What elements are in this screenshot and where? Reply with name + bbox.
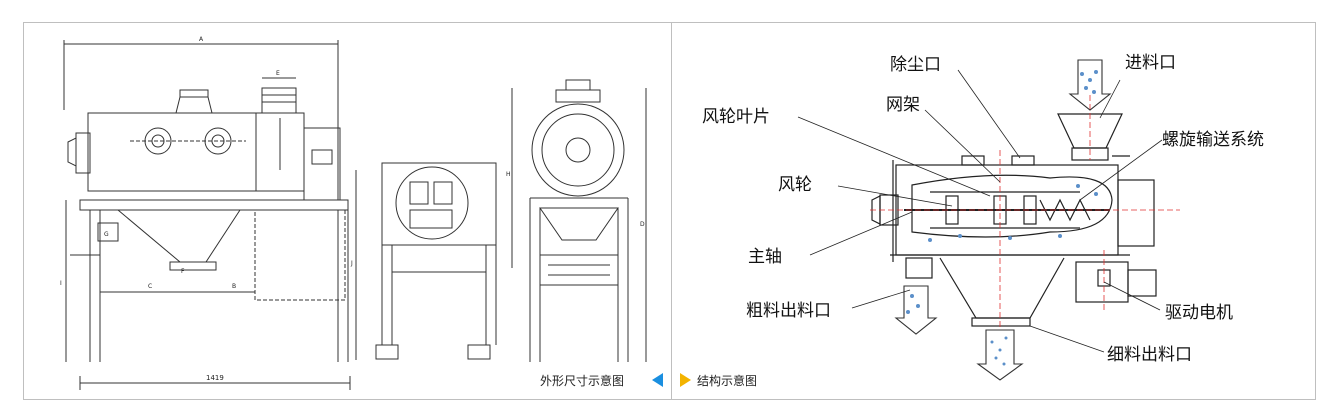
caption-dimension-drawing[interactable]: 外形尺寸示意图 bbox=[540, 374, 625, 388]
dim-G: G bbox=[104, 231, 109, 238]
structure-diagram-panel bbox=[671, 22, 1316, 400]
label-screw-conveyor: 螺旋输送系统 bbox=[1162, 130, 1264, 150]
label-feed-inlet: 进料口 bbox=[1125, 53, 1176, 73]
particles bbox=[906, 70, 1098, 366]
dim-J: J bbox=[350, 260, 353, 267]
dim-H: H bbox=[506, 171, 511, 178]
dim-E: E bbox=[276, 70, 280, 77]
arrow-left-icon[interactable] bbox=[652, 373, 663, 387]
dim-A: A bbox=[199, 36, 204, 43]
label-coarse-outlet: 粗料出料口 bbox=[746, 301, 831, 321]
label-drive-motor: 驱动电机 bbox=[1165, 303, 1233, 323]
label-fan-blade: 风轮叶片 bbox=[702, 107, 770, 127]
flow-arrows bbox=[894, 59, 1112, 381]
label-main-shaft: 主轴 bbox=[748, 247, 782, 267]
dim-D: D bbox=[640, 221, 645, 228]
caption-structure-diagram[interactable]: 结构示意图 bbox=[697, 374, 758, 388]
centerlines bbox=[870, 95, 1180, 330]
label-fan-wheel: 风轮 bbox=[778, 175, 812, 195]
label-fine-outlet: 细料出料口 bbox=[1107, 345, 1192, 365]
front-view bbox=[63, 40, 351, 390]
side-view bbox=[355, 162, 497, 360]
leader-lines bbox=[797, 69, 1163, 353]
dim-B: B bbox=[232, 283, 236, 290]
dim-I: I bbox=[60, 280, 62, 287]
arrow-right-icon[interactable] bbox=[680, 373, 691, 387]
end-view bbox=[511, 79, 647, 362]
machine-body bbox=[871, 113, 1157, 327]
dim-width: 1419 bbox=[206, 374, 224, 382]
dim-F: F bbox=[181, 268, 185, 275]
dim-C: C bbox=[148, 283, 152, 290]
label-dust-outlet: 除尘口 bbox=[890, 55, 941, 75]
label-screen-frame: 网架 bbox=[886, 95, 920, 115]
